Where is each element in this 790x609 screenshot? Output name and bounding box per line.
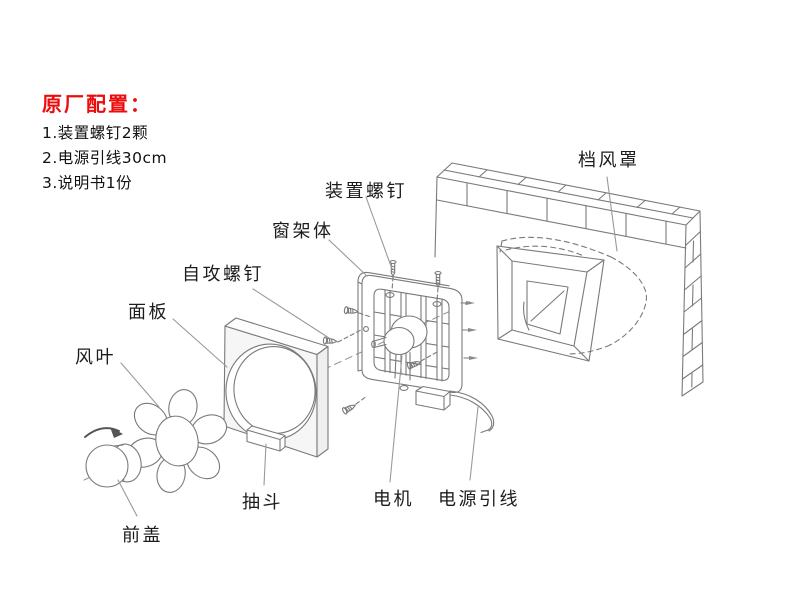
wind-shield-drawing	[499, 236, 648, 355]
front-cover-drawing	[85, 443, 142, 488]
wall-opening-drawing	[496, 245, 605, 362]
factory-config-item: 1.装置螺钉2颗	[42, 124, 149, 142]
label-front-cover: 前盖	[122, 525, 163, 546]
factory-config-item: 3.说明书1份	[42, 174, 133, 192]
leader-lines	[117, 176, 618, 517]
label-self-tapping-screw: 自攻螺钉	[182, 264, 264, 285]
factory-config-item: 2.电源引线30cm	[42, 149, 168, 167]
label-wind-shield: 档风罩	[578, 150, 640, 171]
label-panel: 面板	[128, 302, 169, 323]
label-mounting-screw: 装置螺钉	[325, 181, 407, 202]
label-fan-blade: 风叶	[75, 347, 116, 368]
label-window-frame-body: 窗架体	[272, 221, 334, 242]
power-cable-drawing	[449, 390, 495, 434]
label-power-lead: 电源引线	[438, 489, 520, 510]
label-motor: 电机	[373, 489, 414, 510]
rotation-arrow-icon	[84, 427, 123, 438]
mounting-screw-icon	[389, 259, 442, 303]
factory-config-title: 原厂配置：	[42, 92, 152, 116]
panel-drawing	[223, 317, 329, 458]
motor-drawing	[371, 315, 428, 381]
wall-drawing	[434, 162, 704, 397]
factory-config-note: 原厂配置： 1.装置螺钉2颗 2.电源引线30cm 3.说明书1份	[42, 88, 167, 196]
pull-handle-drawing	[246, 425, 286, 452]
fan-blade-drawing	[126, 389, 228, 493]
label-pull-handle: 抽斗	[242, 492, 283, 513]
screw-tip-icons	[460, 300, 479, 361]
